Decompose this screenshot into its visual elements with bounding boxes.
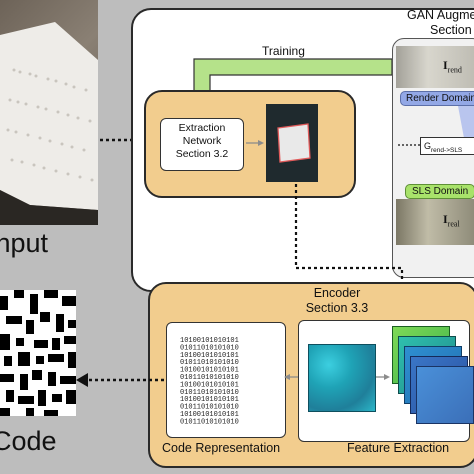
binary-row: 10100101010101 [180, 367, 239, 375]
encoder-title: Encoder [313, 286, 361, 300]
binary-row: 10100101010101 [180, 352, 239, 360]
code-pattern [0, 290, 76, 416]
feature-to-code-arrow [284, 374, 298, 380]
binary-row: 10100101010101 [180, 396, 239, 404]
extraction-line3: Section 3.2 [175, 148, 229, 160]
sls-domain-badge: SLS Domain [405, 184, 474, 199]
input-braille-photo [0, 0, 98, 225]
binary-row: 10100101010101 [180, 381, 239, 389]
output-label: Code [0, 426, 57, 456]
binary-row: 10100101010101 [180, 411, 239, 419]
extraction-output-arrow [246, 140, 264, 146]
binary-row: 01011010101010 [180, 404, 239, 412]
generator-dashed-line [398, 144, 420, 146]
output-code-image [0, 290, 76, 416]
extraction-network-box: Extraction Network Section 3.2 [160, 118, 244, 171]
feature-extraction-label: Feature Extraction [347, 441, 450, 455]
i-rend-subscript: rend [447, 65, 462, 75]
extracted-region [277, 123, 311, 163]
braille-sheet-illustration [0, 22, 98, 225]
code-representation-box [166, 322, 286, 438]
render-domain-badge: Render Domain [400, 91, 474, 106]
gan-section: Section 3.1 [430, 23, 474, 37]
binary-row: 01011010101010 [180, 359, 239, 367]
i-real-label: Ireal [443, 212, 460, 228]
input-label: Input [0, 228, 49, 258]
binary-row: 10100101010101 [180, 337, 239, 345]
encoder-to-code-arrow [76, 373, 164, 387]
extraction-line2: Network [182, 135, 222, 147]
binary-row: 01011010101010 [180, 374, 239, 382]
i-rend-label: Irend [443, 58, 462, 74]
i-rend-letter: I [443, 58, 448, 72]
code-representation-label: Code Representation [162, 441, 281, 455]
real-image [396, 199, 474, 245]
extraction-line1: Extraction [178, 122, 226, 134]
training-label: Training [262, 44, 305, 58]
encoder-section: Section 3.3 [305, 301, 369, 315]
binary-row: 01011010101010 [180, 344, 239, 352]
binary-matrix: 1010010101010101011010101010101001010101… [180, 337, 239, 426]
feature-map-stack-5 [416, 366, 474, 424]
feature-internal-arrow [376, 374, 390, 380]
i-real-letter: I [443, 212, 448, 226]
generator-box: Grend->SLS [420, 137, 474, 155]
extracted-photo [266, 104, 318, 182]
rendered-image [396, 46, 474, 88]
binary-row: 01011010101010 [180, 418, 239, 426]
feature-map-input [308, 344, 376, 412]
generator-letter: G [424, 141, 432, 151]
generator-subscript: rend->SLS [431, 146, 463, 154]
gan-title: GAN Augmentation [407, 8, 474, 22]
binary-row: 01011010101010 [180, 389, 239, 397]
i-real-subscript: real [447, 219, 460, 229]
